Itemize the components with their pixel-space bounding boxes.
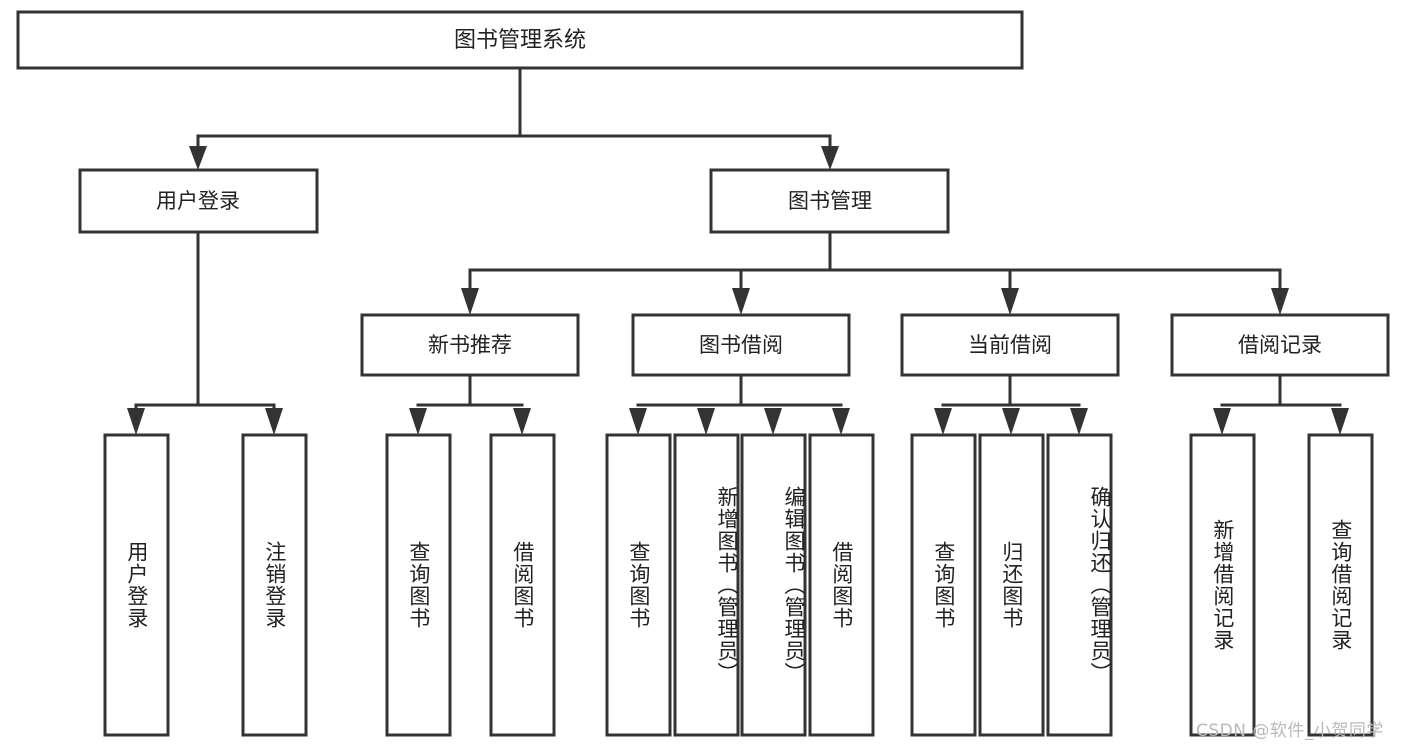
leaf-box-layer <box>103 433 1374 737</box>
node-book-manage[interactable]: 图书管理 <box>709 168 950 234</box>
node-book-borrow-box[interactable] <box>631 313 851 377</box>
arrowhead-leaf-borrow-book-2 <box>832 408 850 435</box>
node-borrow-record-label: 借阅记录 <box>1238 333 1322 357</box>
arrowhead-user-login <box>189 146 207 170</box>
arrowhead-leaf-logout <box>265 408 283 435</box>
arrowhead-leaf-query-book-2 <box>629 408 647 435</box>
node-leaf-query-book-2-box[interactable] <box>605 433 672 737</box>
node-leaf-borrow-book-1-box[interactable] <box>489 433 556 737</box>
arrowhead-borrow-record <box>1271 288 1289 315</box>
node-book-borrow[interactable]: 图书借阅 <box>631 313 851 377</box>
arrowhead-leaf-query-book-1 <box>409 408 427 435</box>
node-new-book-recommend-box[interactable] <box>360 313 580 377</box>
connector-layer <box>127 66 1349 435</box>
node-book-borrow-label: 图书借阅 <box>699 333 783 357</box>
node-user-login-box[interactable] <box>78 168 319 234</box>
arrowhead-leaf-add-book <box>697 408 715 435</box>
node-root[interactable]: 图书管理系统 <box>16 10 1024 70</box>
node-leaf-return-book-box[interactable] <box>978 433 1045 737</box>
node-borrow-record-box[interactable] <box>1170 313 1390 377</box>
node-new-book-recommend[interactable]: 新书推荐 <box>360 313 580 377</box>
node-borrow-record[interactable]: 借阅记录 <box>1170 313 1390 377</box>
arrowhead-leaf-query-book-3 <box>934 408 952 435</box>
arrowhead-current-borrow <box>1001 288 1019 315</box>
node-root-box[interactable] <box>16 10 1024 70</box>
node-leaf-query-record-box[interactable] <box>1307 433 1374 737</box>
node-leaf-edit-book-box[interactable] <box>740 433 807 737</box>
node-book-manage-box[interactable] <box>709 168 950 234</box>
node-leaf-query-book-1-box[interactable] <box>385 433 452 737</box>
node-leaf-logout-box[interactable] <box>241 433 308 737</box>
arrowhead-book-borrow <box>732 288 750 315</box>
node-leaf-user-login-box[interactable] <box>103 433 170 737</box>
arrowhead-new-book <box>461 288 479 315</box>
node-user-login-label: 用户登录 <box>156 189 240 213</box>
arrowhead-book-manage <box>821 146 839 170</box>
node-new-book-recommend-label: 新书推荐 <box>428 333 512 357</box>
node-current-borrow-box[interactable] <box>900 313 1120 377</box>
arrowhead-leaf-user-login <box>127 408 145 435</box>
node-user-login[interactable]: 用户登录 <box>78 168 319 234</box>
arrowhead-leaf-return-book <box>1002 408 1020 435</box>
arrowhead-leaf-query-record <box>1331 408 1349 435</box>
node-current-borrow-label: 当前借阅 <box>968 333 1052 357</box>
arrowhead-leaf-edit-book <box>764 408 782 435</box>
arrowhead-leaf-add-record <box>1213 408 1231 435</box>
node-leaf-add-record-box[interactable] <box>1189 433 1256 737</box>
node-book-manage-label: 图书管理 <box>788 189 872 213</box>
node-current-borrow[interactable]: 当前借阅 <box>900 313 1120 377</box>
arrowhead-leaf-borrow-book-1 <box>513 408 531 435</box>
arrowhead-leaf-confirm-return <box>1070 408 1088 435</box>
node-leaf-confirm-return-box[interactable] <box>1046 433 1113 737</box>
node-leaf-add-book-box[interactable] <box>673 433 740 737</box>
node-leaf-borrow-book-2-box[interactable] <box>808 433 875 737</box>
csdn-watermark: CSDN @软件_小贺同学 <box>1196 721 1384 741</box>
node-root-label: 图书管理系统 <box>454 28 586 53</box>
node-leaf-query-book-3-box[interactable] <box>910 433 977 737</box>
